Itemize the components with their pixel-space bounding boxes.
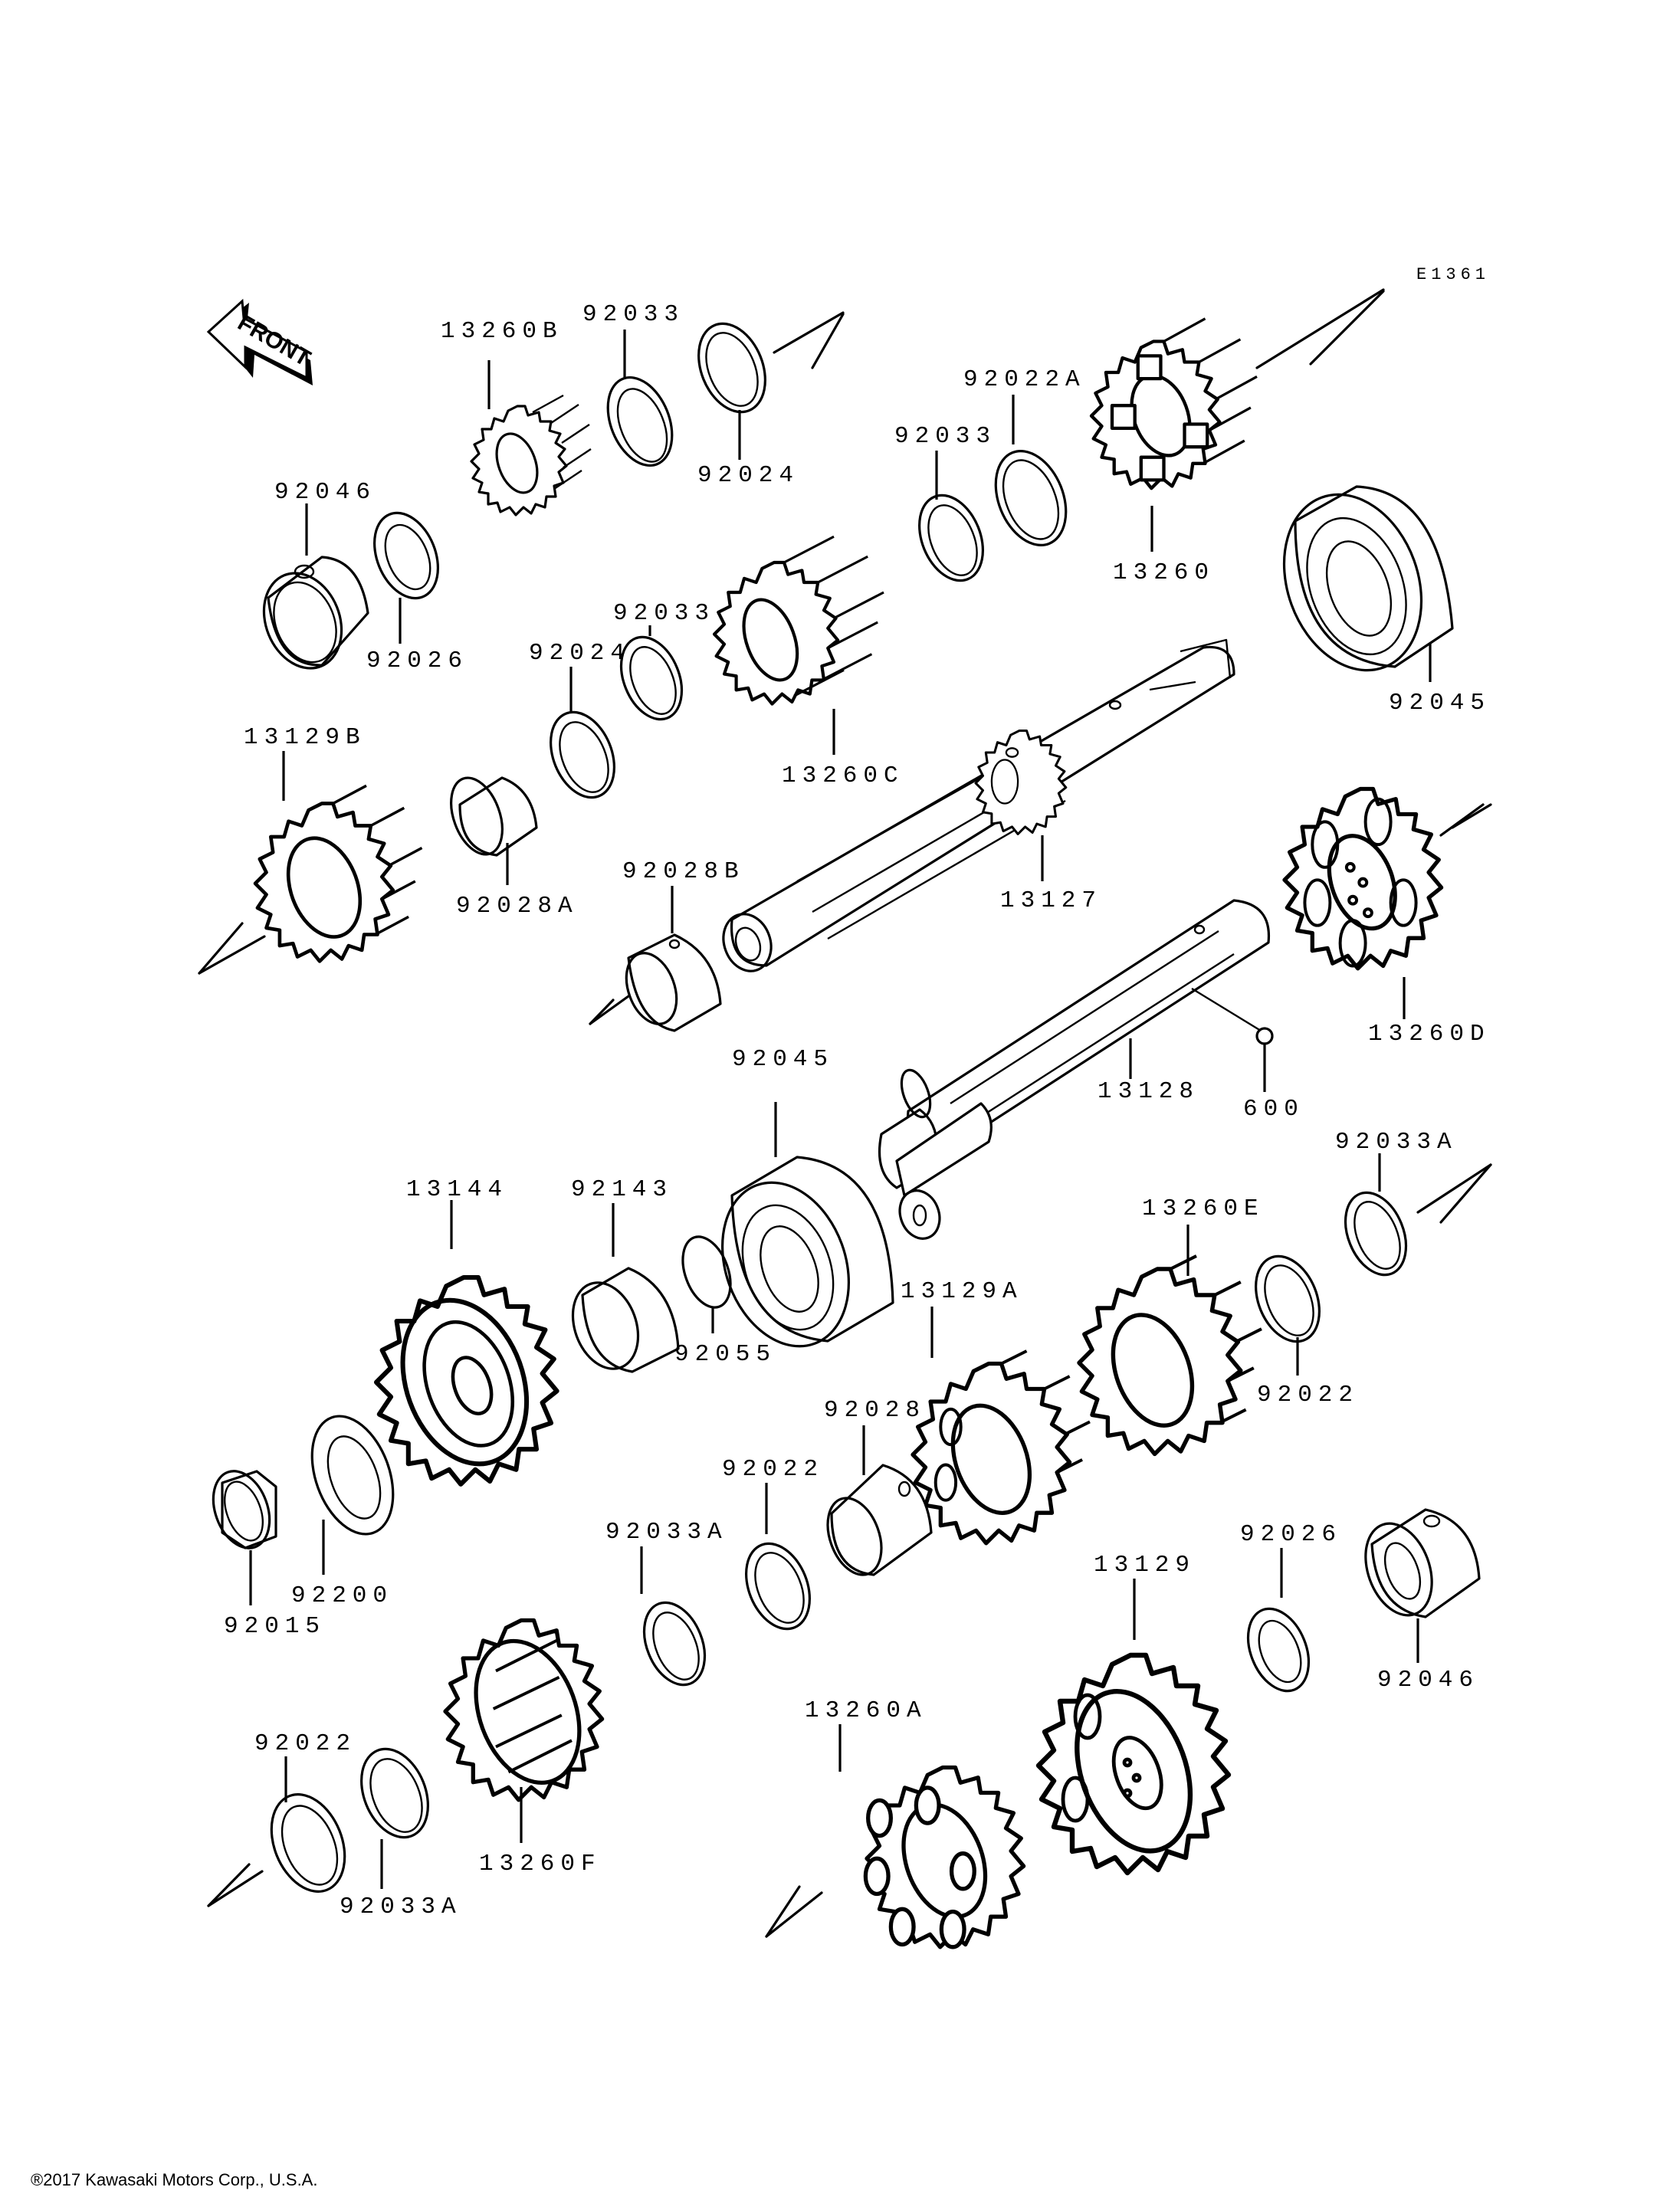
part-label-92033-mid[interactable]: 92033	[894, 423, 996, 450]
part-92022-washer-mid[interactable]	[734, 1534, 822, 1638]
part-92026-washer-bottom[interactable]	[1237, 1600, 1321, 1700]
part-label-13260C[interactable]: 13260C	[782, 762, 904, 789]
part-label-92028B[interactable]: 92028B	[622, 858, 745, 885]
part-label-92033-top[interactable]: 92033	[582, 301, 684, 328]
part-92033A-circlip-mid[interactable]	[633, 1594, 717, 1694]
part-label-92045-top[interactable]: 92045	[1389, 690, 1491, 716]
part-92028B-bushing[interactable]	[617, 933, 722, 1032]
part-13260D-gear[interactable]	[1285, 789, 1442, 969]
part-label-92028[interactable]: 92028	[824, 1397, 926, 1424]
part-13144-sprocket[interactable]	[376, 1277, 557, 1484]
part-92015-nut[interactable]	[203, 1464, 279, 1556]
part-13260A-gear[interactable]	[863, 1768, 1023, 1947]
part-label-92022-right[interactable]: 92022	[1257, 1382, 1359, 1408]
part-13127-gear[interactable]	[974, 729, 1068, 835]
diagram-reference-code: E1361	[1416, 265, 1490, 284]
part-label-92022-mid[interactable]: 92022	[722, 1456, 824, 1483]
part-13129A-gear[interactable]	[913, 1349, 1091, 1543]
part-label-13127[interactable]: 13127	[1000, 887, 1102, 914]
part-label-13128[interactable]: 13128	[1098, 1078, 1199, 1105]
part-label-13260[interactable]: 13260	[1113, 559, 1215, 586]
part-13260B-gear[interactable]	[470, 394, 592, 516]
part-13260E-gear[interactable]	[1079, 1254, 1262, 1454]
part-92046-bushing-top[interactable]	[251, 556, 369, 680]
part-label-92055[interactable]: 92055	[674, 1341, 776, 1368]
part-92045-bearing-top[interactable]	[1261, 475, 1454, 690]
part-13260-gear[interactable]	[1091, 317, 1258, 488]
part-label-13144[interactable]: 13144	[406, 1176, 508, 1203]
part-13260C-gear[interactable]	[714, 535, 884, 703]
part-92028-bushing[interactable]	[818, 1464, 933, 1582]
part-92022A-washer[interactable]	[983, 441, 1079, 556]
copyright-notice: ®2017 Kawasaki Motors Corp., U.S.A.	[31, 2170, 318, 2189]
part-label-92026-bottom[interactable]: 92026	[1240, 1521, 1342, 1548]
part-13129-gear[interactable]	[1039, 1655, 1229, 1873]
part-label-13260F[interactable]: 13260F	[479, 1851, 602, 1877]
part-label-92046-bottom[interactable]: 92046	[1377, 1667, 1479, 1694]
part-13260F-gear[interactable]	[445, 1621, 602, 1800]
part-92024-washer-top[interactable]	[686, 313, 777, 421]
part-label-92024-top[interactable]: 92024	[697, 462, 799, 489]
part-label-92028A[interactable]: 92028A	[456, 893, 579, 920]
part-92033A-circlip-right[interactable]	[1334, 1184, 1418, 1284]
part-label-92143[interactable]: 92143	[571, 1176, 673, 1203]
part-92055-o-ring[interactable]	[674, 1230, 739, 1313]
part-label-13260A[interactable]: 13260A	[805, 1697, 927, 1724]
front-direction-arrow: FRONT	[206, 298, 314, 385]
part-label-92022A[interactable]: 92022A	[963, 366, 1086, 393]
part-92200-lock-washer[interactable]	[297, 1405, 409, 1545]
part-13129B-gear[interactable]	[255, 784, 423, 961]
part-92033-circlip-mid[interactable]	[907, 486, 995, 590]
part-label-13129B[interactable]: 13129B	[244, 724, 366, 751]
part-label-92200[interactable]: 92200	[291, 1582, 393, 1609]
part-label-92033-b[interactable]: 92033	[613, 600, 715, 627]
part-label-600[interactable]: 600	[1243, 1096, 1304, 1123]
part-label-92015[interactable]: 92015	[224, 1613, 326, 1640]
part-label-92033A-right[interactable]: 92033A	[1335, 1129, 1458, 1156]
part-600-ball[interactable]	[1191, 987, 1274, 1045]
part-92045-bearing-mid[interactable]	[701, 1156, 894, 1364]
part-label-92022-left[interactable]: 92022	[254, 1730, 356, 1757]
part-label-92046-top[interactable]: 92046	[274, 479, 376, 506]
part-label-92033A-mid[interactable]: 92033A	[605, 1519, 728, 1546]
part-92046-bushing-bottom[interactable]	[1354, 1508, 1481, 1625]
part-13128-shaft[interactable]	[878, 899, 1271, 1244]
part-label-13260D[interactable]: 13260D	[1368, 1021, 1491, 1048]
part-label-13129[interactable]: 13129	[1094, 1552, 1196, 1579]
part-92033-circlip-top[interactable]	[596, 368, 684, 475]
part-92026-washer-top[interactable]	[363, 503, 450, 608]
part-label-13260E[interactable]: 13260E	[1142, 1195, 1265, 1222]
part-92143-collar[interactable]	[562, 1267, 680, 1378]
part-92022-washer-right[interactable]	[1244, 1247, 1331, 1351]
axis-lines	[198, 288, 1492, 1938]
part-label-92033A-left[interactable]: 92033A	[340, 1894, 462, 1920]
part-92033A-circlip-left[interactable]	[349, 1739, 440, 1847]
part-92033-circlip-b[interactable]	[610, 628, 694, 729]
part-label-13260B[interactable]: 13260B	[441, 318, 563, 345]
part-92022-washer-left[interactable]	[258, 1783, 358, 1902]
part-92024-washer-b[interactable]	[539, 703, 626, 807]
part-label-13129A[interactable]: 13129A	[901, 1278, 1023, 1305]
part-label-92026-top[interactable]: 92026	[366, 648, 468, 674]
part-92028A-bushing[interactable]	[441, 771, 538, 861]
part-label-92045-mid[interactable]: 92045	[732, 1046, 834, 1073]
part-label-92024-b[interactable]: 92024	[529, 640, 631, 667]
